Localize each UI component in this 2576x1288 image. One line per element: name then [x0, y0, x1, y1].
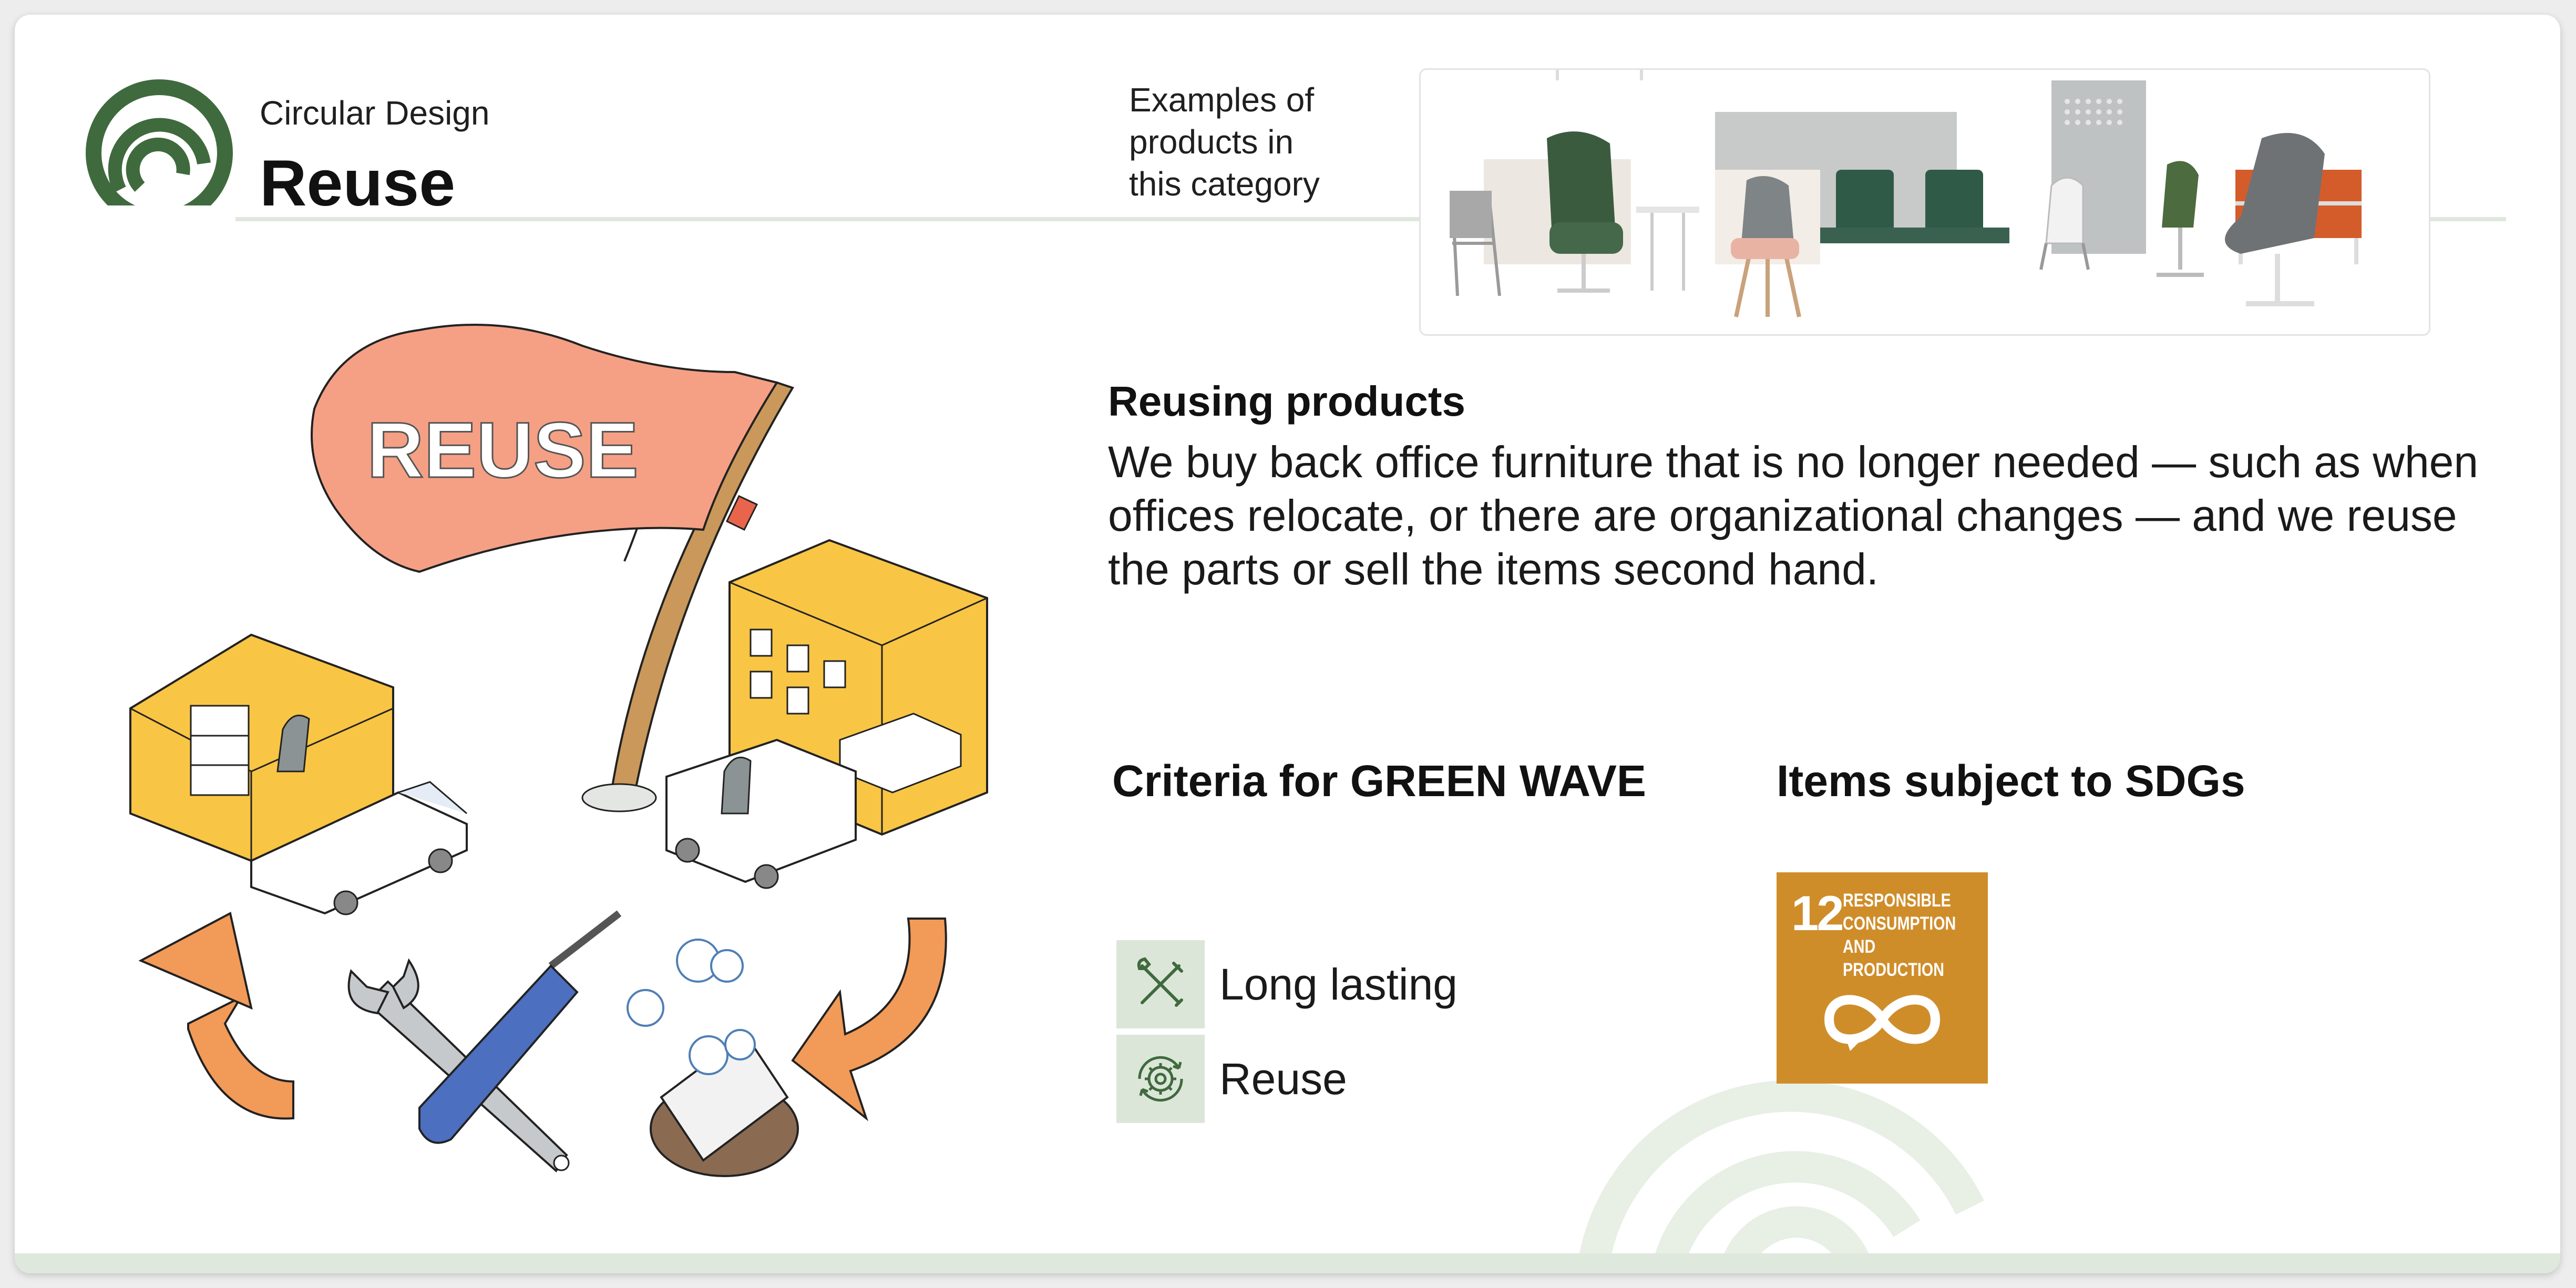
criteria-item-long-lasting: Long lasting — [1116, 940, 1458, 1029]
criteria-label: Long lasting — [1219, 959, 1458, 1009]
sdg-number: 12 — [1791, 885, 1844, 941]
tools-icon — [1116, 940, 1205, 1028]
infinity-icon — [1824, 995, 1941, 1051]
flag-text: REUSE — [367, 406, 639, 494]
criteria-item-reuse: Reuse — [1116, 1034, 1458, 1124]
page-kicker: Circular Design — [260, 94, 490, 132]
criteria-label: Reuse — [1219, 1054, 1347, 1104]
criteria-list: Long lasting Reuse — [1116, 940, 1458, 1129]
slide-card: Circular Design Reuse Examples of produc… — [15, 15, 2560, 1273]
gear-cycle-icon — [1116, 1035, 1205, 1123]
reuse-illustration: REUSE — [129, 324, 988, 1177]
product-examples-image — [1419, 68, 2430, 336]
sdg-12-tile: 12 RESPONSIBLE CONSUMPTION AND PRODUCTIO… — [1777, 872, 1988, 1084]
examples-label: Examples of products in this category — [1129, 81, 1320, 203]
sdg-goal-text: RESPONSIBLE CONSUMPTION AND PRODUCTION — [1843, 890, 1956, 980]
page-title: Reuse — [260, 147, 456, 220]
circular-swirl-logo-icon — [86, 79, 235, 229]
section-body: We buy back office furniture that is no … — [1108, 437, 2479, 594]
header-divider — [94, 217, 2506, 221]
section-title: Reusing products — [1108, 378, 1466, 425]
criteria-heading: Criteria for GREEN WAVE — [1112, 756, 1646, 806]
bottom-band — [15, 1253, 2560, 1273]
sdg-heading: Items subject to SDGs — [1777, 756, 2245, 806]
